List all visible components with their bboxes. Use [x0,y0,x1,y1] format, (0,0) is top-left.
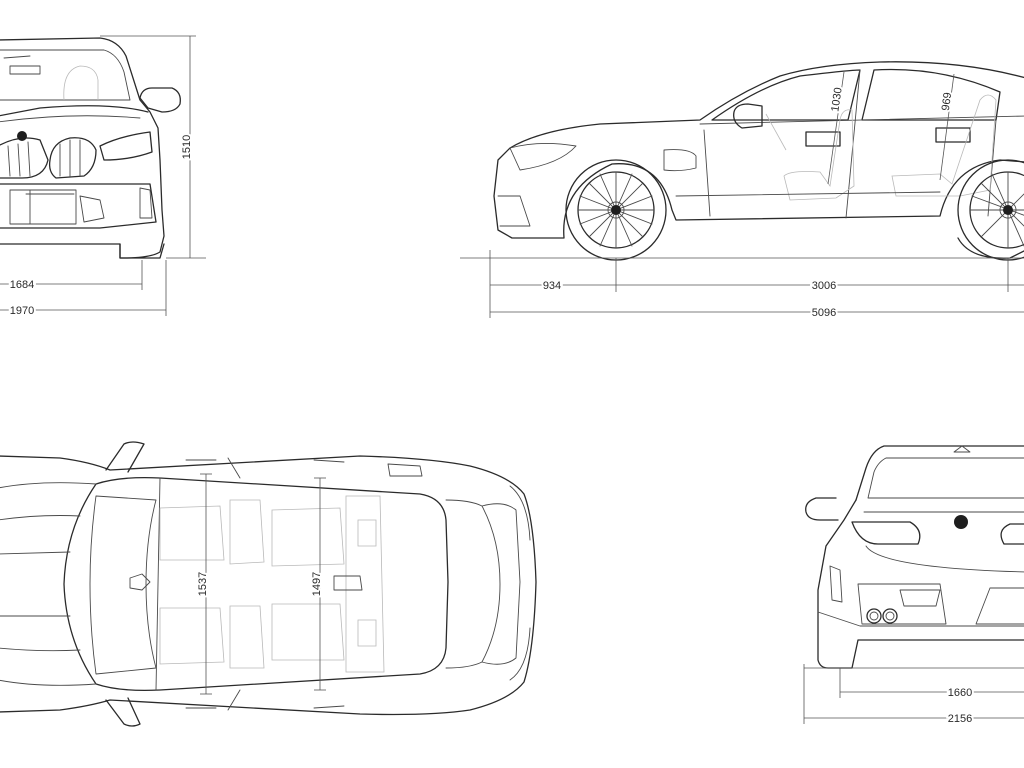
side-dimension-lines [460,71,1024,318]
rear-dimension-labels: 1660 2156 [946,685,974,727]
wheelbase-label: 3006 [812,280,836,292]
front-headroom-label: 1030 [829,87,844,113]
front-overhang-label: 934 [543,280,561,292]
rear-dimension-lines [803,664,1024,724]
front-logo [17,131,27,141]
front-dimension-labels: 1510 1684 1970 [8,133,195,319]
top-dimension-lines [200,473,326,695]
front-track-label: 1684 [10,279,34,291]
front-shoulder-label: 1537 [197,572,209,596]
rear-headroom-label: 969 [940,92,954,112]
front-dimension-lines [0,35,206,316]
length-label: 5096 [812,307,836,319]
rear-logo [954,515,968,529]
front-wheel-logo [611,205,621,215]
rear-shoulder-label: 1497 [311,572,323,596]
side-dimension-labels: 1030 969 934 3006 5096 [541,85,956,321]
front-view-drawing [0,37,181,259]
rear-width-label: 2156 [948,713,972,725]
rear-wheel-logo [1003,205,1013,215]
top-dimension-labels: 1537 1497 [195,570,325,598]
top-view-drawing [0,441,537,727]
front-height-label: 1510 [181,135,193,159]
rear-view-drawing [805,445,1024,669]
front-width-label: 1970 [10,305,34,317]
side-view-drawing [493,61,1024,261]
rear-track-label: 1660 [948,687,972,699]
